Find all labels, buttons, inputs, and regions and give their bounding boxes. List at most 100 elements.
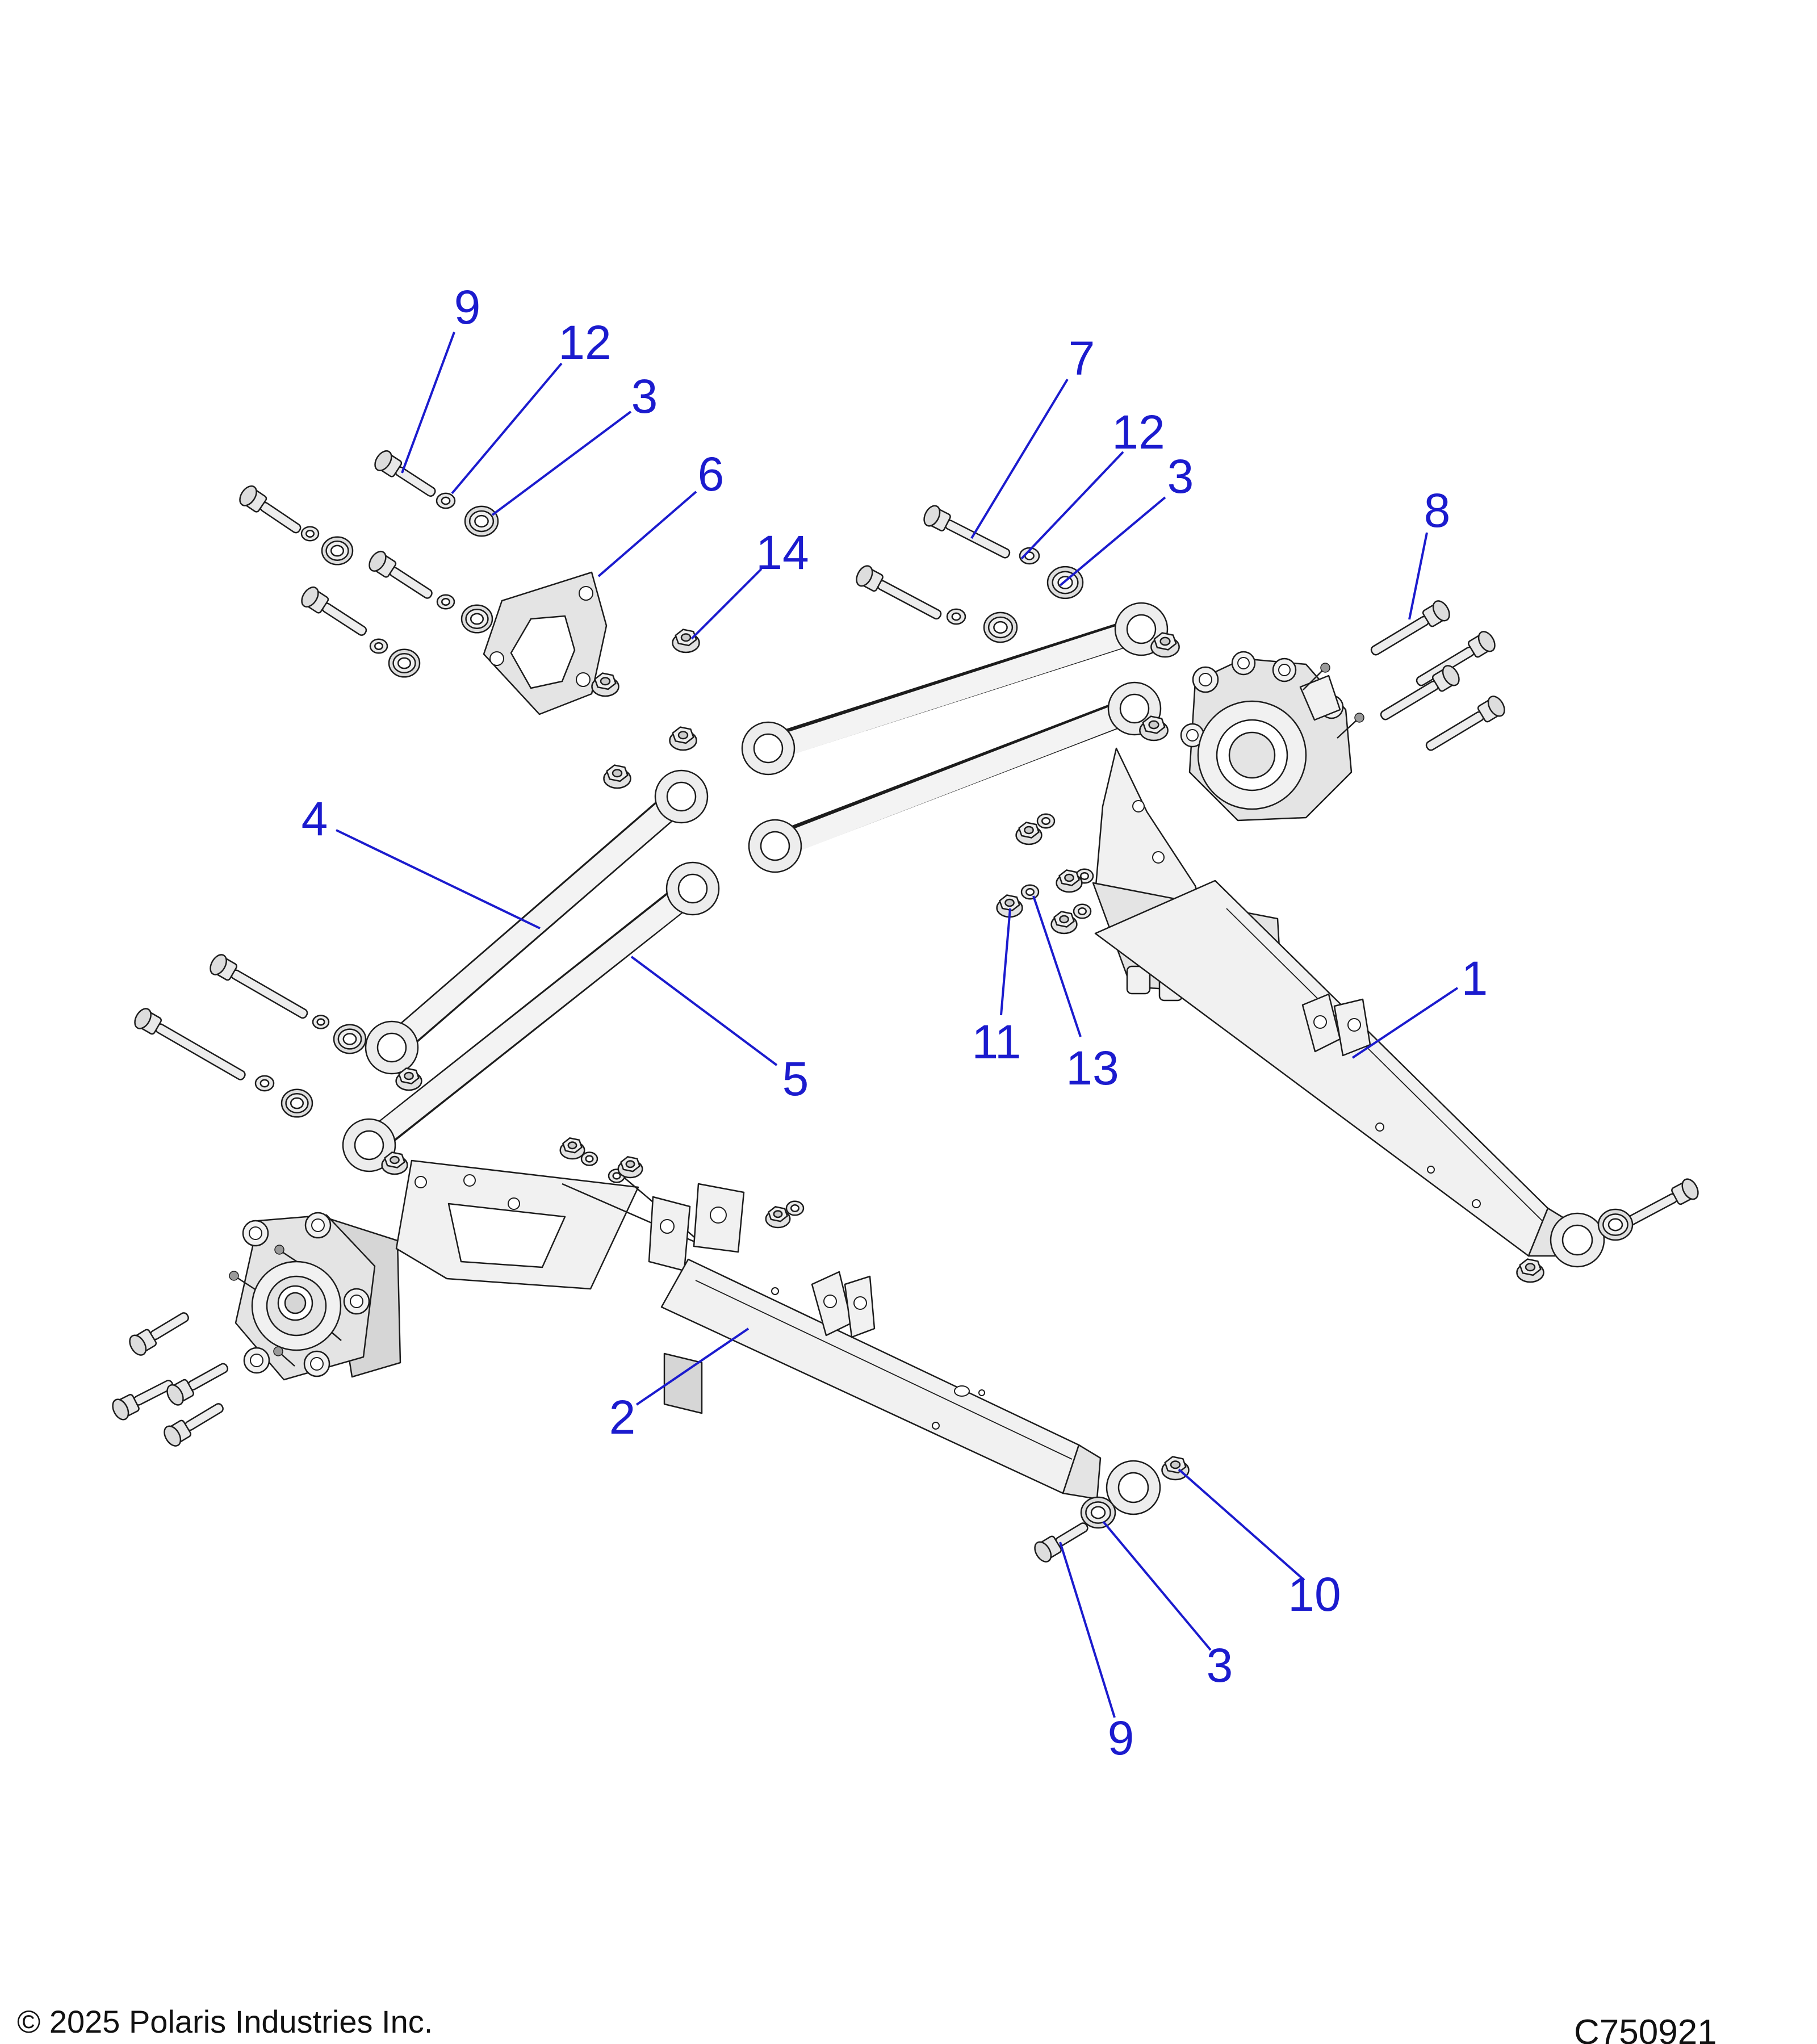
radius-rod-left-lower — [342, 861, 720, 1172]
callout-6[interactable]: 6 — [698, 447, 725, 501]
flange-nut — [765, 1206, 791, 1229]
washer-12 — [436, 492, 456, 509]
callout-5[interactable]: 5 — [782, 1052, 809, 1105]
washer — [436, 594, 455, 610]
flange-nut-11 — [996, 894, 1023, 918]
flange-nut — [591, 672, 619, 697]
flange-nut — [395, 1067, 422, 1091]
leader-line-1 — [1351, 987, 1459, 1059]
radius-rod-right-upper — [741, 602, 1169, 776]
flange-nut — [1056, 869, 1083, 893]
copyright-text: © 2025 Polaris Industries Inc. — [17, 2004, 433, 2039]
leader-line-3 — [1059, 496, 1166, 587]
washer — [946, 608, 966, 625]
flange-bolt-8 — [1370, 600, 1450, 656]
leader-line-9 — [401, 332, 455, 474]
flange-nut — [1015, 822, 1043, 845]
flange-bolt — [369, 550, 433, 599]
wheel-hub-left — [229, 1212, 401, 1381]
hub-bolt — [112, 1380, 174, 1421]
washer — [580, 1151, 598, 1166]
flange-bolt-9 — [374, 450, 436, 497]
callout-9[interactable]: 9 — [454, 280, 481, 334]
flange-bolt — [1425, 696, 1505, 751]
leader-line-12 — [451, 362, 563, 495]
callout-12[interactable]: 12 — [1112, 405, 1165, 459]
flange-bolt — [856, 565, 942, 620]
leader-line-3 — [1102, 1521, 1212, 1651]
leader-line-10 — [1178, 1468, 1305, 1581]
flange-bolt — [134, 1008, 246, 1080]
leader-line-11 — [1000, 908, 1011, 1016]
flange-nut-14 — [672, 629, 700, 654]
leader-line-7 — [970, 378, 1069, 539]
leader-line-6 — [597, 491, 697, 577]
flange-nut — [1050, 911, 1078, 935]
callout-7[interactable]: 7 — [1069, 332, 1095, 385]
flange-nut — [381, 1151, 408, 1175]
callout-3[interactable]: 3 — [1207, 1639, 1233, 1692]
bushing — [333, 1024, 367, 1054]
bushing-3 — [464, 505, 499, 537]
wheel-hub-right — [1180, 651, 1364, 822]
callout-10[interactable]: 10 — [1288, 1568, 1341, 1621]
callout-8[interactable]: 8 — [1424, 484, 1451, 537]
callout-3[interactable]: 3 — [631, 370, 658, 423]
callout-4[interactable]: 4 — [302, 792, 328, 845]
flange-nut — [617, 1156, 643, 1179]
flange-bolt — [210, 954, 308, 1019]
flange-bolt-9 — [1034, 1522, 1088, 1563]
flange-nut — [1139, 715, 1169, 742]
hub-bolt — [164, 1403, 224, 1447]
leader-line-2 — [635, 1327, 750, 1406]
bushing — [321, 536, 354, 566]
bushing-3 — [1080, 1496, 1116, 1529]
washer — [300, 526, 320, 542]
flange-bolt — [301, 586, 367, 636]
trailing-arm-right — [1092, 747, 1605, 1268]
leader-line-5 — [630, 956, 778, 1066]
washer-12 — [1019, 547, 1040, 565]
washer — [369, 638, 388, 654]
bushing — [388, 648, 421, 678]
leader-line-13 — [1032, 895, 1082, 1037]
radius-rod-left-upper — [365, 769, 709, 1075]
callout-14[interactable]: 14 — [756, 526, 809, 579]
callout-3[interactable]: 3 — [1167, 450, 1194, 503]
callout-2[interactable]: 2 — [609, 1390, 636, 1444]
bushing — [280, 1088, 313, 1118]
leader-line-3 — [491, 411, 632, 516]
callout-11[interactable]: 11 — [972, 1015, 1021, 1069]
hub-bolt — [166, 1363, 229, 1406]
bushing — [1597, 1208, 1634, 1241]
leader-line-9 — [1059, 1542, 1116, 1718]
diagram-code: C750921 — [1574, 2013, 1717, 2044]
washer — [1075, 868, 1094, 884]
bushing — [460, 604, 493, 634]
callout-13[interactable]: 13 — [1066, 1041, 1119, 1095]
washer-13 — [1020, 884, 1040, 900]
washer — [785, 1200, 805, 1216]
trailing-arm-left — [395, 1159, 1161, 1515]
flange-nut — [559, 1137, 585, 1160]
leader-line-14 — [690, 568, 763, 640]
leader-line-12 — [1020, 451, 1124, 560]
flange-bolt-7 — [923, 505, 1011, 559]
washer — [312, 1015, 330, 1029]
flange-bolt — [1380, 665, 1460, 721]
washer — [1073, 903, 1092, 919]
bushing — [983, 611, 1018, 643]
flange-nut-10 — [1161, 1456, 1190, 1481]
hardware-layer — [112, 450, 1699, 1563]
callout-1[interactable]: 1 — [1462, 952, 1488, 1005]
callout-12[interactable]: 12 — [558, 316, 611, 369]
washer — [1036, 813, 1056, 829]
washer — [254, 1075, 275, 1092]
callout-9[interactable]: 9 — [1108, 1711, 1134, 1765]
flange-nut — [603, 764, 631, 789]
flange-bolt — [239, 485, 302, 534]
flange-nut — [669, 726, 697, 751]
